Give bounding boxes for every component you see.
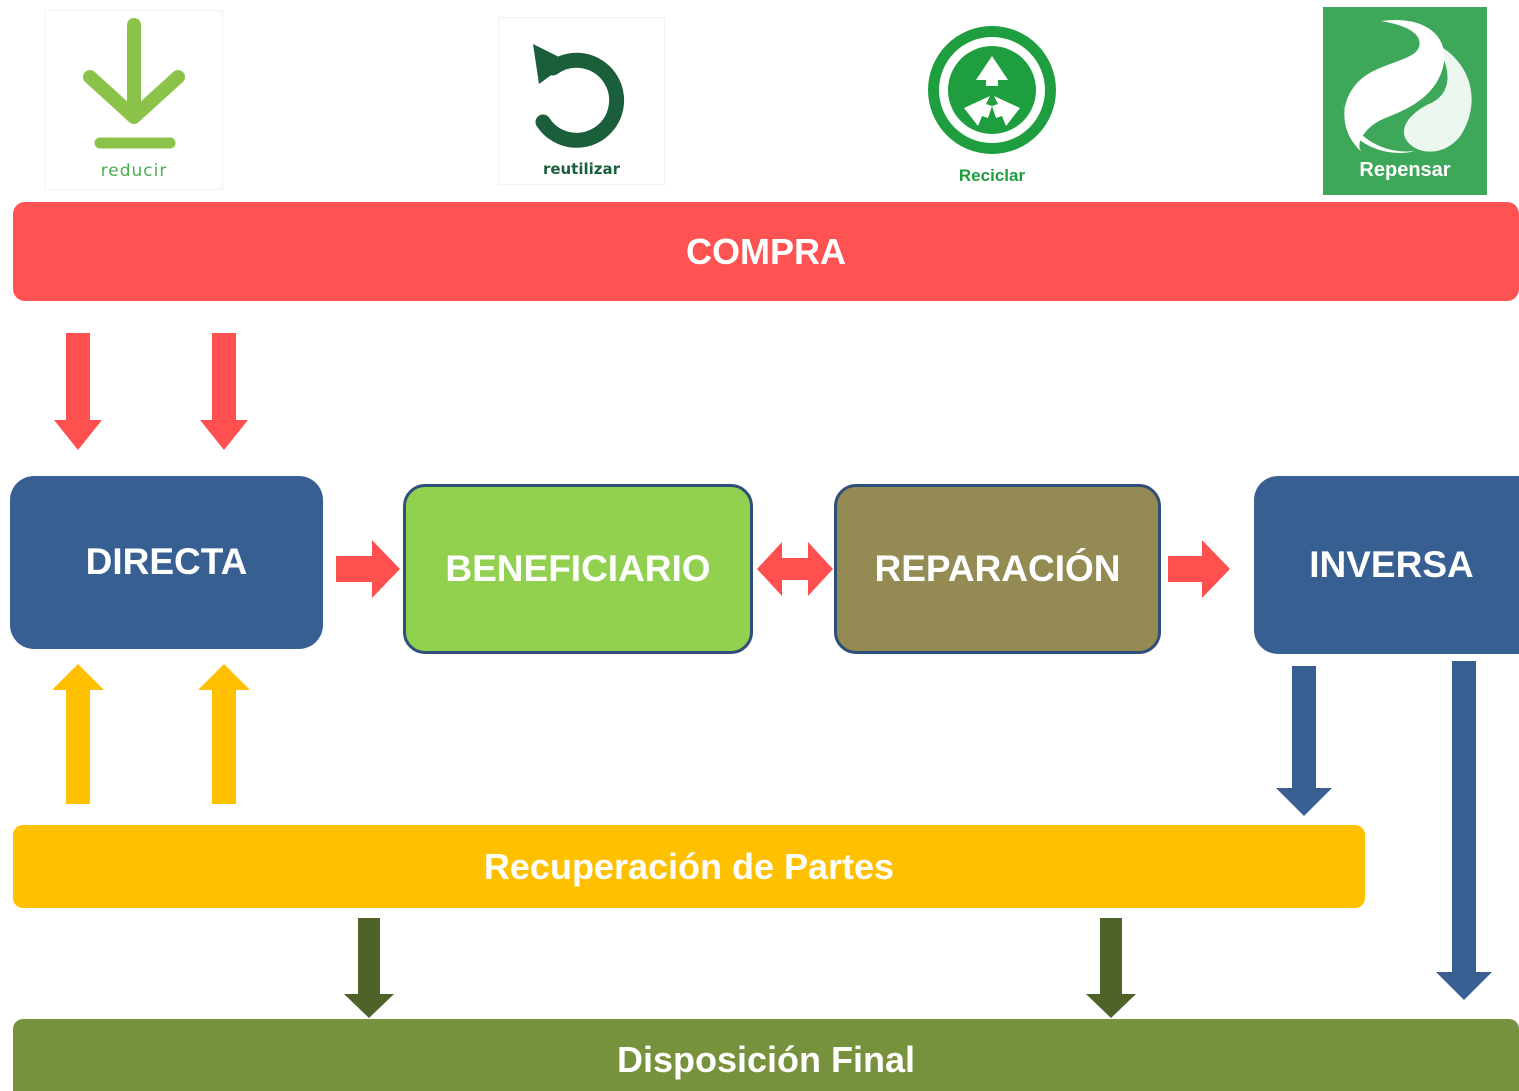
directa-to-beneficiario-arrow (336, 540, 400, 598)
recuperacion-to-directa-arrow-2 (198, 664, 250, 804)
reciclar-label: Reciclar (958, 166, 1026, 185)
directa-label: DIRECTA (85, 540, 248, 582)
reutilizar-label: reutilizar (542, 160, 621, 178)
beneficiario-box: BENEFICIARIO (403, 484, 753, 654)
disposicion-bar: Disposición Final (13, 1019, 1519, 1091)
directa-box: DIRECTA (10, 476, 323, 649)
repensar-label: Repensar (1359, 159, 1451, 181)
recuperacion-to-directa-arrow-1 (52, 664, 104, 804)
inversa-to-recuperacion-arrow (1276, 666, 1332, 816)
compra-bar: COMPRA (13, 202, 1519, 301)
reparacion-label: REPARACIÓN (874, 548, 1121, 589)
reducir-label: reducir (100, 161, 168, 181)
disposicion-label: Disposición Final (616, 1039, 916, 1080)
inversa-to-disposicion-arrow (1436, 661, 1492, 1000)
reutilizar-logo: reutilizar (498, 17, 665, 185)
recycle-icon (928, 26, 1056, 154)
circular-arrow-icon (533, 44, 625, 148)
repensar-logo: Repensar (1323, 7, 1487, 195)
down-arrow-icon (83, 18, 185, 149)
recuperacion-bar: Recuperación de Partes (13, 825, 1365, 908)
reciclar-logo: Reciclar (912, 14, 1072, 190)
recuperacion-label: Recuperación de Partes (483, 845, 895, 887)
recuperacion-to-disposicion-arrow-1 (344, 918, 394, 1018)
inversa-label: INVERSA (1309, 544, 1474, 585)
reparacion-to-inversa-arrow (1168, 540, 1230, 598)
recuperacion-to-disposicion-arrow-2 (1086, 918, 1136, 1018)
compra-to-directa-arrow-1 (54, 333, 102, 450)
repensar-leaf-icon (1343, 19, 1472, 153)
reducir-logo: reducir (45, 10, 223, 190)
compra-label: COMPRA (686, 230, 846, 272)
reparacion-box: REPARACIÓN (834, 484, 1161, 654)
compra-to-directa-arrow-2 (200, 333, 248, 450)
inversa-box: INVERSA (1254, 476, 1519, 654)
beneficiario-label: BENEFICIARIO (445, 548, 711, 589)
beneficiario-reparacion-double-arrow (757, 542, 833, 596)
